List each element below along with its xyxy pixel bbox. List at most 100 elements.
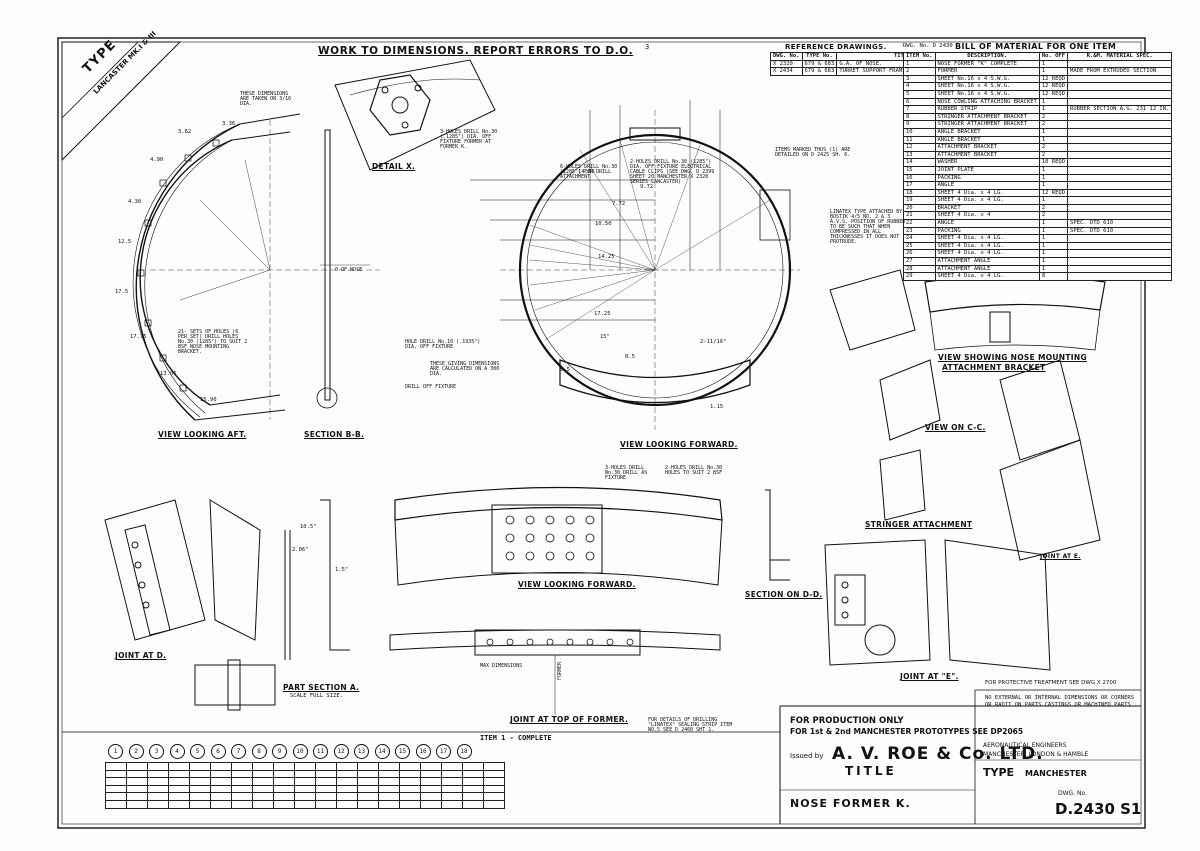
table-cell bbox=[378, 792, 400, 801]
table-cell bbox=[252, 784, 274, 794]
address-label: MANCHESTER, LONDON & HAMBLE bbox=[983, 751, 1089, 758]
type-value: MANCHESTER bbox=[1025, 769, 1087, 778]
view-looking-forward bbox=[470, 100, 800, 430]
bom-dwg-no: DWG. No. D 2430 bbox=[903, 43, 953, 49]
item-balloon: 18 bbox=[456, 744, 472, 759]
table-cell: 8 bbox=[1038, 272, 1069, 281]
table-cell: 1 bbox=[1038, 257, 1069, 266]
dwg-number: D.2430 S1 bbox=[1055, 800, 1142, 818]
item-balloon: 3 bbox=[149, 744, 164, 759]
top-holes-2-note: 2-HOLES DRILL No.30 HOLES TO SUIT 2 BSF bbox=[665, 465, 723, 476]
dimension-label: 17.5 bbox=[115, 289, 129, 295]
table-cell bbox=[126, 792, 148, 801]
table-cell bbox=[189, 769, 211, 779]
table-cell bbox=[483, 784, 505, 794]
table-cell bbox=[1067, 234, 1173, 243]
bill-of-material-table: ITEM No. DESCRIPTION. No. OFF R.&M. MATE… bbox=[903, 52, 1173, 281]
dimension-label: 10.5" bbox=[300, 524, 317, 530]
table-cell bbox=[1067, 82, 1173, 91]
table-row bbox=[105, 784, 505, 794]
drawing-title: NOSE FORMER K. bbox=[790, 797, 911, 810]
part-section-a-title: PART SECTION A. bbox=[283, 683, 360, 692]
table-cell bbox=[210, 799, 232, 809]
table-cell bbox=[273, 777, 295, 786]
table-cell bbox=[273, 769, 295, 779]
table-cell bbox=[273, 762, 295, 771]
table-cell: 12 REQD bbox=[1038, 188, 1069, 198]
table-cell: 18 bbox=[903, 188, 936, 198]
table-cell: 17 bbox=[903, 181, 936, 190]
table-cell bbox=[1067, 135, 1173, 145]
table-cell: 19 bbox=[903, 196, 936, 205]
col-header: No. OFF bbox=[1038, 52, 1069, 61]
table-cell: SHEET No.16 x 4 S.W.G. bbox=[934, 82, 1040, 91]
table-cell: 1 bbox=[1038, 127, 1069, 137]
table-cell: 1 bbox=[1038, 67, 1069, 76]
table-cell: BRACKET bbox=[934, 203, 1040, 213]
table-cell bbox=[105, 769, 127, 779]
table-cell: 14 bbox=[903, 158, 936, 167]
dimension-label: 4.90 bbox=[150, 157, 164, 163]
table-cell bbox=[189, 799, 211, 809]
table-cell bbox=[483, 769, 505, 779]
detail-x-holes-note: 3-HOLES DRILL No.30 (.1285") DIA. OFF FI… bbox=[440, 129, 498, 150]
table-cell bbox=[420, 792, 442, 801]
col-header: TYPE No. bbox=[801, 52, 838, 61]
table-cell bbox=[399, 762, 421, 771]
table-cell: 2 bbox=[1038, 120, 1069, 129]
dimension-label: 3.62 bbox=[178, 129, 192, 135]
table-cell bbox=[378, 769, 400, 779]
item-balloon: 12 bbox=[333, 744, 349, 759]
table-cell bbox=[252, 799, 274, 809]
company-name: A. V. ROE & Co. LTD. bbox=[832, 744, 1044, 764]
table-cell bbox=[336, 784, 358, 794]
table-cell bbox=[1067, 173, 1173, 183]
dimension-label: 13.06 bbox=[160, 371, 177, 377]
table-cell bbox=[378, 799, 400, 809]
table-cell bbox=[147, 799, 169, 809]
table-cell: SHEET No.16 x 4 S.W.G. bbox=[934, 89, 1040, 99]
table-cell bbox=[315, 784, 337, 794]
dimension-label: 3.36 bbox=[222, 121, 236, 127]
table-cell bbox=[1067, 59, 1173, 69]
table-cell: ATTACHMENT ANGLE bbox=[934, 257, 1040, 266]
revision-table bbox=[105, 762, 505, 809]
table-cell: SHEET 4 Dia. x 4 LG. bbox=[934, 241, 1040, 251]
sets-of-holes-note: 21- SETS OF HOLES (6 PER SET) DRILL HOLE… bbox=[178, 329, 248, 355]
holes-stringer-note: 2-HOLES DRILL No.30 (1285") DIA. OFF FIX… bbox=[630, 159, 715, 185]
table-cell bbox=[483, 792, 505, 801]
table-cell bbox=[1067, 188, 1173, 198]
title-label: TITLE bbox=[845, 764, 897, 778]
table-cell: SHEET 4 Dia. x 4 LG. bbox=[934, 196, 1040, 205]
table-cell bbox=[1067, 97, 1173, 107]
dwg-label: DWG. No. bbox=[1058, 790, 1087, 797]
table-cell bbox=[462, 777, 484, 786]
table-cell: 2 bbox=[1038, 150, 1069, 160]
table-cell: 1 bbox=[1038, 226, 1069, 236]
table-cell bbox=[483, 777, 505, 786]
table-cell: ATTACHMENT BRACKET bbox=[934, 150, 1040, 160]
table-cell bbox=[357, 777, 379, 786]
section-b-b-title: SECTION B-B. bbox=[304, 430, 365, 439]
table-cell bbox=[1067, 196, 1173, 205]
table-cell bbox=[273, 784, 295, 794]
table-cell: SHEET 4 Dia. x 4 LG. bbox=[934, 188, 1040, 198]
table-cell: RUBBER SECTION A.G. 231 12 IN. bbox=[1067, 105, 1173, 114]
table-cell bbox=[1067, 264, 1173, 274]
view-on-c-title: VIEW ON C-C. bbox=[925, 423, 986, 432]
table-cell: STRINGER ATTACHMENT BRACKET bbox=[934, 120, 1040, 129]
table-cell bbox=[1067, 165, 1173, 175]
table-cell: 3 bbox=[903, 74, 936, 84]
table-cell: 13 bbox=[903, 150, 936, 160]
table-cell: 1 bbox=[1038, 264, 1069, 274]
table-cell bbox=[294, 799, 316, 809]
table-cell bbox=[1067, 249, 1173, 259]
